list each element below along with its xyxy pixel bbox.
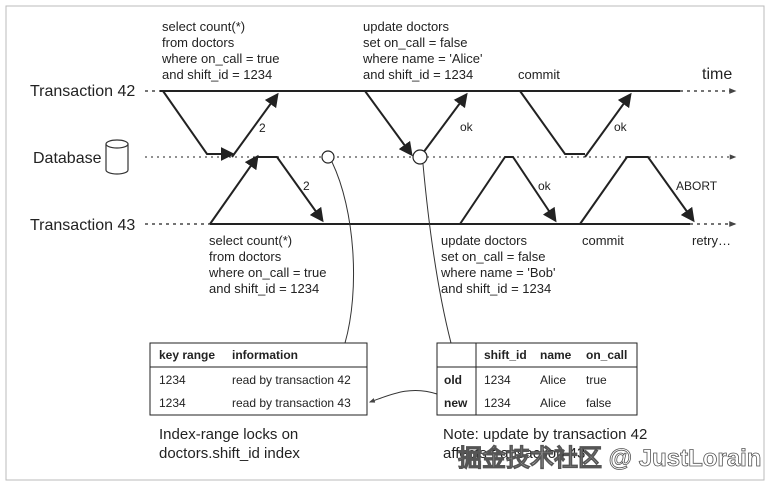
time-label: time — [702, 66, 732, 83]
t42-commit-label: commit — [518, 67, 560, 82]
t42-commit-ok-label: ok — [614, 120, 628, 134]
lock-table-header-key: key range — [159, 348, 215, 362]
t42-select-request-arrow — [162, 90, 235, 161]
lock-table-row1-key: 1234 — [159, 373, 186, 387]
t42-select-response-arrow — [231, 92, 279, 158]
row-table-old-oncall: true — [586, 373, 607, 387]
t43-select-response-arrow — [257, 156, 324, 223]
t43-select-request-arrow — [209, 154, 259, 225]
row-update-marker — [412, 149, 428, 165]
lane-label-db: Database — [33, 150, 102, 167]
row-update-callout-line — [422, 163, 452, 344]
database-icon — [105, 139, 129, 175]
lane-label-t42: Transaction 42 — [30, 83, 135, 100]
t43-update-arrow — [459, 156, 557, 225]
t42-select-query: select count(*) from doctors where on_ca… — [161, 19, 283, 82]
lock-table-row1-info: read by transaction 42 — [232, 373, 351, 387]
lock-table-header-info: information — [232, 348, 298, 362]
index-lock-marker — [321, 150, 335, 164]
row-table-header-oncall: on_call — [586, 348, 627, 362]
lane-label-t43: Transaction 43 — [30, 217, 135, 234]
frame — [5, 5, 765, 481]
t43-commit-label: commit — [582, 233, 624, 248]
row-table-new-oncall: false — [586, 396, 612, 410]
row-table-caption: Note: update by transaction 42 affects t… — [443, 426, 651, 462]
t43-select-query: select count(*) from doctors where on_ca… — [208, 233, 330, 296]
t43-result-label: 2 — [303, 179, 310, 193]
t42-update-request-arrow — [364, 90, 413, 157]
abort-label: ABORT — [676, 179, 718, 193]
retry-label: retry… — [692, 233, 731, 248]
lock-table-row2-info: read by transaction 43 — [232, 396, 351, 410]
t42-update-ok-label: ok — [460, 120, 474, 134]
row-table-old-shift: 1234 — [484, 373, 511, 387]
row-table-header-name: name — [540, 348, 572, 362]
lock-table-row2-key: 1234 — [159, 396, 186, 410]
t42-result-label: 2 — [259, 121, 266, 135]
t42-update-response-arrow — [419, 92, 468, 158]
row-table-header-shift: shift_id — [484, 348, 527, 362]
row-table-old-name: Alice — [540, 373, 566, 387]
row-table-old-label: old — [444, 373, 462, 387]
t43-update-query: update doctors set on_call = false where… — [440, 233, 559, 296]
t43-update-ok-label: ok — [538, 179, 552, 193]
lock-table: key range information 1234 read by trans… — [149, 342, 368, 416]
row-table-new-name: Alice — [540, 396, 566, 410]
lock-table-caption: Index-range locks on doctors.shift_id in… — [159, 426, 302, 462]
index-lock-callout-line — [331, 161, 355, 344]
affects-callout-arrow — [368, 390, 438, 403]
t42-update-query: update doctors set on_call = false where… — [362, 19, 486, 82]
t43-commit-abort-arrow — [579, 156, 695, 225]
row-table-new-label: new — [444, 396, 468, 410]
t42-commit-response-arrow — [584, 92, 632, 158]
t42-commit-request-arrow — [519, 90, 585, 155]
row-table-new-shift: 1234 — [484, 396, 511, 410]
watermark-text: 掘金技术社区 @ JustLorain — [458, 444, 761, 472]
row-table: shift_id name on_call old 1234 Alice tru… — [436, 342, 638, 416]
